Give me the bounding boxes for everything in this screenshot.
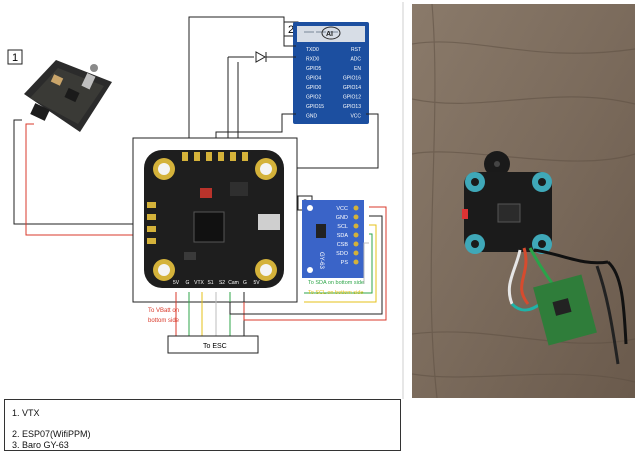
esp-pin-label: GPIO4	[306, 76, 322, 82]
esp-pin-label: VCC	[350, 114, 361, 120]
vtx-black-wire	[13, 119, 144, 225]
esp-pin-label: GPIO5	[306, 66, 322, 72]
assembly-photo-svg	[411, 3, 636, 399]
legend: 1. VTX 2. ESP07(WifiPPM) 3. Baro GY-63	[4, 399, 401, 451]
fc-pad-label: VTX	[194, 280, 204, 286]
fc-pad-label: 5V	[173, 280, 180, 286]
vbatt-note-line1: To VBatt on	[148, 308, 179, 314]
esp-logo-icon	[321, 26, 341, 40]
vtx-red-wire	[25, 123, 144, 236]
esp-pin-label: GPIO15	[306, 104, 324, 110]
baro-pin-pad	[353, 223, 359, 229]
baro-wires	[229, 206, 387, 321]
legend-item: 1. VTX	[12, 408, 40, 418]
flight-controller-board	[144, 150, 284, 288]
fc-pad-label: Cam	[228, 280, 239, 286]
esp-pin-label: ADC	[350, 57, 361, 63]
baro-pin-label: SCL	[337, 224, 348, 230]
baro-pin-label: CSB	[337, 242, 349, 248]
callout-1-label: 1	[12, 52, 18, 64]
esp-pin-label: GPIO0	[306, 85, 322, 91]
esp-pin-label: GPIO16	[343, 76, 361, 82]
baro-chip-label: GY-63	[318, 252, 324, 269]
baro-scl-note: To SCL on bottom side	[308, 290, 363, 296]
baro-pin-pad	[353, 241, 359, 247]
fc-pad-label: S1	[207, 280, 213, 286]
esc-label: To ESC	[203, 343, 227, 350]
assembly-photo	[411, 3, 636, 399]
legend-item: 3. Baro GY-63	[12, 440, 69, 450]
callout-1-box	[7, 49, 23, 65]
esp-pin-label: RST	[351, 47, 361, 53]
esp-tx-wire	[188, 16, 296, 152]
fc-pad-label: S2	[219, 280, 225, 286]
wiring-diagram-svg: 1 2 AI TXD0RXD0GPIO5GPIO4GPIO0GPIO2GPIO1…	[7, 2, 404, 399]
legend-item: 2. ESP07(WifiPPM)	[12, 429, 91, 439]
esp-pin-label: GPIO2	[306, 95, 322, 101]
photo-baro-board	[533, 274, 597, 346]
photo-wires	[507, 247, 628, 365]
baro-pin-label: VCC	[336, 206, 348, 212]
baro-pin-pad	[353, 214, 359, 220]
fc-pad-label: 5V	[253, 280, 260, 286]
esp-pin-label: EN	[354, 66, 361, 72]
baro-pins: VCC GND SCL SDA CSB SDO PS	[336, 205, 359, 266]
esp-pin-label: TXD0	[306, 47, 319, 53]
baro-pin-label: GND	[336, 215, 348, 221]
baro-sda-note: To SDA on bottom side	[308, 280, 364, 286]
fc-pad-label: G	[243, 280, 247, 286]
esp-pin-label: GPIO14	[343, 85, 361, 91]
callout-2-label: 2	[288, 24, 294, 36]
baro-pin-pad	[353, 259, 359, 265]
baro-pin-pad	[353, 232, 359, 238]
baro-pin-pad	[353, 205, 359, 211]
baro-pin-label: PS	[341, 260, 349, 266]
esp-logo-text: AI	[326, 31, 333, 38]
baro-pin-pad	[353, 250, 359, 256]
vbatt-note-line2: bottom side	[148, 318, 180, 324]
esp-pin-label: GPIO12	[343, 95, 361, 101]
esp-pin-label: GPIO13	[343, 104, 361, 110]
esc-box	[167, 335, 259, 354]
photo-flight-controller	[462, 172, 552, 254]
fc-pad-label: G	[186, 280, 190, 286]
vtx-module	[24, 60, 112, 132]
baro-module	[302, 200, 364, 278]
esp-pin-label: RXD0	[306, 57, 320, 63]
baro-pin-label: SDO	[336, 251, 349, 257]
esp07-module: AI	[293, 22, 369, 124]
diode-icon	[228, 51, 296, 63]
baro-pin-label: SDA	[337, 233, 349, 239]
esp-pin-label: GND	[306, 114, 318, 120]
